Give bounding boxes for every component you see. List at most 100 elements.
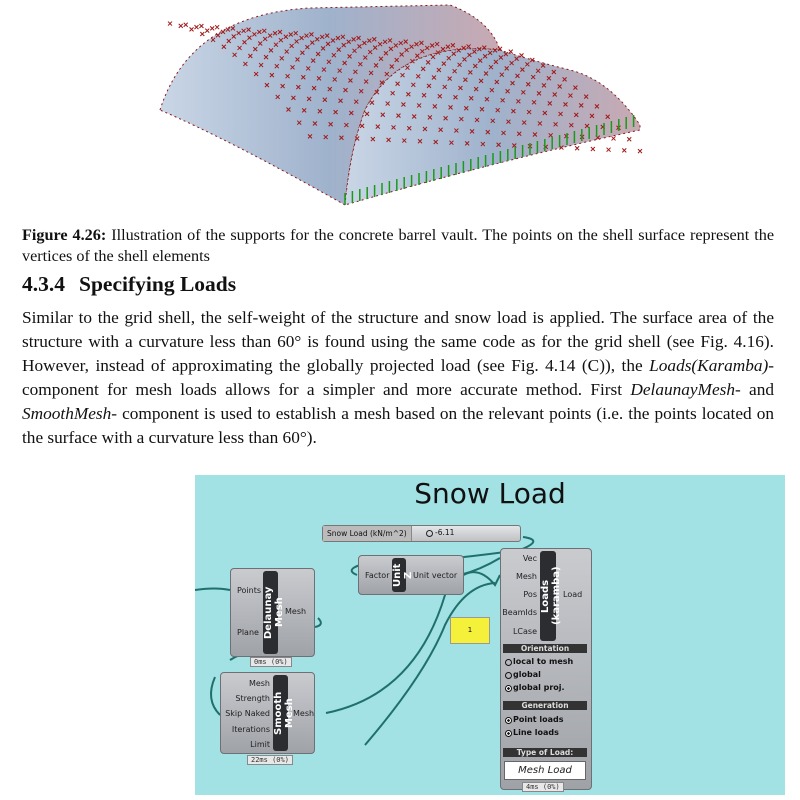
input-mesh[interactable]: Mesh: [515, 572, 537, 581]
vertex-mark: [380, 112, 386, 118]
vertex-mark: [489, 87, 495, 93]
vertex-mark: [335, 35, 341, 41]
vertex-mark: [436, 67, 442, 73]
vertex-mark: [456, 48, 462, 53]
vertex-mark: [482, 53, 488, 59]
vertex-mark: [480, 141, 486, 147]
vertex-mark: [469, 129, 475, 134]
vertex-mark: [540, 63, 546, 68]
smooth-timer: 22ms (0%): [247, 755, 293, 765]
vertex-mark: [362, 40, 367, 46]
vertex-mark: [521, 120, 527, 125]
vertex-mark: [237, 45, 242, 51]
vertex-mark: [451, 51, 457, 57]
option-label: Line loads: [513, 728, 559, 737]
vertex-mark: [562, 77, 567, 82]
vertex-mark: [537, 121, 543, 126]
vertex-mark: [312, 121, 318, 126]
vertex-mark: [449, 140, 454, 146]
option-point-loads[interactable]: Point loads: [505, 715, 564, 724]
slider-label: Snow Load (kN/m^2): [323, 526, 412, 541]
vertex-mark: [230, 26, 236, 31]
unit-z-component[interactable]: Factor Unit Z Unit vector: [358, 555, 464, 595]
input-points[interactable]: Points: [237, 586, 262, 595]
vertex-mark: [369, 100, 375, 105]
option-global-proj[interactable]: global proj.: [505, 683, 565, 692]
vertex-mark: [247, 53, 253, 59]
vertex-mark: [526, 109, 532, 115]
input-limit[interactable]: Limit: [250, 740, 270, 749]
vertex-mark: [519, 52, 524, 58]
input-pos[interactable]: Pos: [523, 590, 537, 599]
slider-grip-icon[interactable]: [426, 530, 433, 537]
input-strength[interactable]: Strength: [235, 694, 270, 703]
vertex-mark: [183, 22, 189, 28]
vertex-mark: [291, 95, 296, 101]
vertex-mark: [256, 29, 262, 35]
vertex-mark: [236, 30, 242, 36]
input-plane[interactable]: Plane: [237, 628, 259, 637]
vertex-mark: [473, 86, 479, 92]
input-iterations[interactable]: Iterations: [231, 725, 270, 734]
vertex-mark: [541, 82, 547, 88]
text: - and: [735, 380, 775, 399]
vertex-mark: [204, 28, 210, 33]
vertex-mark: [578, 103, 584, 108]
vertex-mark: [373, 62, 379, 68]
vertex-mark: [300, 50, 305, 56]
option-local-to-mesh[interactable]: local to mesh: [505, 657, 573, 666]
vertex-mark: [573, 112, 579, 118]
radio-selected-icon: [505, 717, 512, 724]
vertex-mark: [283, 34, 289, 40]
input-factor[interactable]: Factor: [365, 571, 390, 580]
input-beamids[interactable]: BeamIds: [502, 608, 537, 617]
output-mesh[interactable]: Mesh: [293, 709, 315, 718]
slider-value: -6.11: [435, 528, 455, 537]
input-vec[interactable]: Vec: [522, 554, 537, 563]
vertex-mark: [467, 70, 473, 75]
vertex-mark: [385, 101, 391, 106]
delaunay-mesh-component[interactable]: Points Plane Delaunay Mesh Mesh: [230, 568, 315, 657]
vertex-mark: [362, 55, 368, 60]
vertex-mark: [467, 52, 472, 58]
vertex-mark: [167, 21, 173, 26]
lcase-panel[interactable]: 1: [450, 617, 490, 644]
loads-karamba-component[interactable]: Vec Mesh Pos BeamIds LCase Loads (karamb…: [500, 548, 592, 790]
vertex-mark: [379, 80, 385, 86]
option-line-loads[interactable]: Line loads: [505, 728, 559, 737]
vertex-mark: [338, 98, 343, 104]
vertex-mark: [320, 46, 326, 51]
radio-icon: [505, 672, 512, 679]
vertex-mark: [294, 39, 299, 44]
vertex-mark: [530, 74, 536, 80]
vertex-mark: [382, 39, 388, 45]
vertex-mark: [393, 43, 399, 48]
snow-load-slider[interactable]: Snow Load (kN/m^2) -6.11: [322, 525, 521, 542]
output-unit-vector[interactable]: Unit vector: [413, 571, 458, 580]
vertex-mark: [374, 89, 380, 95]
output-load[interactable]: Load: [563, 590, 583, 599]
vertex-mark: [606, 147, 611, 153]
vertex-mark: [319, 34, 325, 40]
vertex-mark: [384, 71, 390, 77]
option-global[interactable]: global: [505, 670, 541, 679]
vertex-mark: [410, 58, 415, 64]
section-title: Specifying Loads: [79, 272, 237, 296]
type-of-load-dropdown[interactable]: Mesh Load: [504, 761, 586, 780]
vertex-mark: [531, 99, 537, 105]
text: Similar to the grid shell, the self-weig…: [22, 308, 774, 375]
vertex-mark: [453, 94, 458, 100]
vertex-mark: [605, 114, 611, 120]
smooth-mesh-component[interactable]: Mesh Strength Skip Naked Iterations Limi…: [220, 672, 315, 754]
vertex-mark: [495, 107, 501, 113]
vertex-mark: [510, 80, 515, 86]
vertex-mark: [409, 44, 414, 50]
vertex-mark: [364, 111, 370, 117]
input-skip-naked[interactable]: Skip Naked: [225, 709, 270, 718]
input-lcase[interactable]: LCase: [512, 627, 537, 636]
output-mesh[interactable]: Mesh: [285, 607, 307, 616]
vertex-mark: [231, 34, 237, 39]
vertex-mark: [464, 141, 470, 146]
vertex-mark: [535, 68, 541, 74]
input-mesh[interactable]: Mesh: [248, 679, 270, 688]
